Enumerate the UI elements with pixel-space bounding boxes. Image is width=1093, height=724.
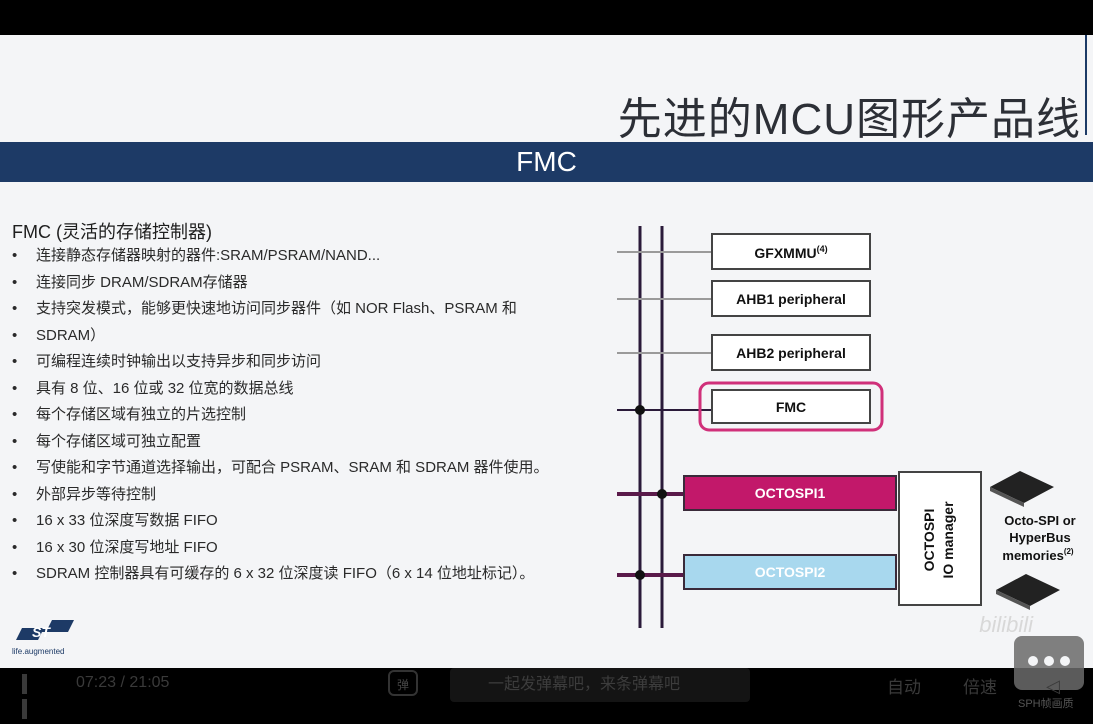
section-banner-label: FMC	[516, 146, 577, 177]
memories-label-3: memories(2)	[1002, 547, 1074, 563]
memories-label-1: Octo-SPI or	[1004, 513, 1076, 528]
st-logo-icon: ST	[16, 620, 74, 640]
bullet-item: 具有 8 位、16 位或 32 位宽的数据总线	[12, 376, 602, 403]
ahb2-peripheral-block	[711, 334, 871, 371]
bullet-item: 连接静态存储器映射的器件:SRAM/PSRAM/NAND...	[12, 243, 602, 270]
junction-dot	[635, 570, 645, 580]
bullet-item: 外部异步等待控制	[12, 482, 602, 509]
gfxmmu-block	[711, 233, 871, 270]
memories-label-2: HyperBus	[1009, 530, 1070, 545]
speed-button[interactable]: 倍速	[963, 678, 997, 697]
time-separator: /	[120, 674, 125, 691]
logo-tagline: life.augmented	[12, 647, 65, 656]
fmc-highlight-frame	[698, 381, 884, 432]
junction-dot	[635, 405, 645, 415]
bullet-item: 可编程连续时钟输出以支持异步和同步访问	[12, 349, 602, 376]
octospi2-block	[683, 554, 897, 590]
junction-dot	[657, 489, 667, 499]
time-total: 21:05	[129, 674, 170, 691]
danmu-input[interactable]: 一起发弹幕吧，来条弹幕吧	[450, 668, 750, 702]
quality-auto-button[interactable]: 自动	[887, 678, 921, 697]
presentation-slide: 先进的MCU图形产品线 FMC FMC (灵活的存储控制器) 连接静态存储器映射…	[0, 35, 1093, 668]
fmc-block-label: FMC	[776, 399, 806, 415]
fmc-block	[711, 389, 871, 424]
bullet-item: 连接同步 DRAM/SDRAM存储器	[12, 270, 602, 297]
ahb1-peripheral-label: AHB1 peripheral	[736, 291, 846, 307]
bullet-item: 16 x 33 位深度写数据 FIFO	[12, 508, 602, 535]
bullet-item: 16 x 30 位深度写地址 FIFO	[12, 535, 602, 562]
bullet-item: 支持突发模式，能够更快速地访问同步器件（如 NOR Flash、PSRAM 和	[12, 296, 602, 323]
playback-time: 07:23 / 21:05	[76, 674, 169, 692]
octospi1-block	[683, 475, 897, 511]
memory-chip-icon	[996, 574, 1060, 606]
octospi2-label: OCTOSPI2	[755, 564, 826, 580]
danmu-toggle-button[interactable]: 弹	[388, 670, 418, 696]
volume-icon[interactable]: ◁	[1046, 676, 1060, 696]
brand-label: SPH帧画质	[1018, 698, 1074, 710]
octospi1-label: OCTOSPI1	[755, 485, 826, 501]
memory-chip-icon	[990, 471, 1054, 503]
bullet-item: 写使能和字节通道选择输出，可配合 PSRAM、SRAM 和 SDRAM 器件使用…	[12, 455, 602, 482]
svg-text:ST: ST	[32, 624, 51, 640]
slide-title: 先进的MCU图形产品线	[617, 95, 1081, 144]
bullet-item: 每个存储区域可独立配置	[12, 429, 602, 456]
section-banner: FMC	[0, 142, 1093, 182]
time-current: 07:23	[76, 674, 117, 691]
io-manager-block	[898, 471, 982, 606]
bullet-item: 每个存储区域有独立的片选控制	[12, 402, 602, 429]
content-heading: FMC (灵活的存储控制器)	[12, 222, 212, 242]
pause-icon[interactable]	[22, 674, 40, 719]
io-manager-label-2: IO manager	[940, 501, 956, 579]
io-manager-label-1: OCTOSPI	[921, 509, 937, 572]
title-rule	[1085, 35, 1087, 135]
player-top-bar	[0, 0, 1093, 35]
bullet-list: 连接静态存储器映射的器件:SRAM/PSRAM/NAND... 连接同步 DRA…	[12, 243, 602, 588]
ahb1-peripheral-block	[711, 280, 871, 317]
bullet-item-continuation: SDRAM）	[12, 323, 602, 350]
gfxmmu-label: GFXMMU(4)	[754, 244, 827, 261]
ahb2-peripheral-label: AHB2 peripheral	[736, 345, 846, 361]
chat-bubble-icon[interactable]	[1014, 636, 1084, 690]
bilibili-watermark: bilibili	[979, 612, 1033, 637]
bullet-item: SDRAM 控制器具有可缓存的 6 x 32 位深度读 FIFO（6 x 14 …	[12, 561, 602, 588]
fmc-block-diagram: GFXMMU(4) AHB1 peripheral AHB2 periphera…	[617, 226, 1076, 628]
